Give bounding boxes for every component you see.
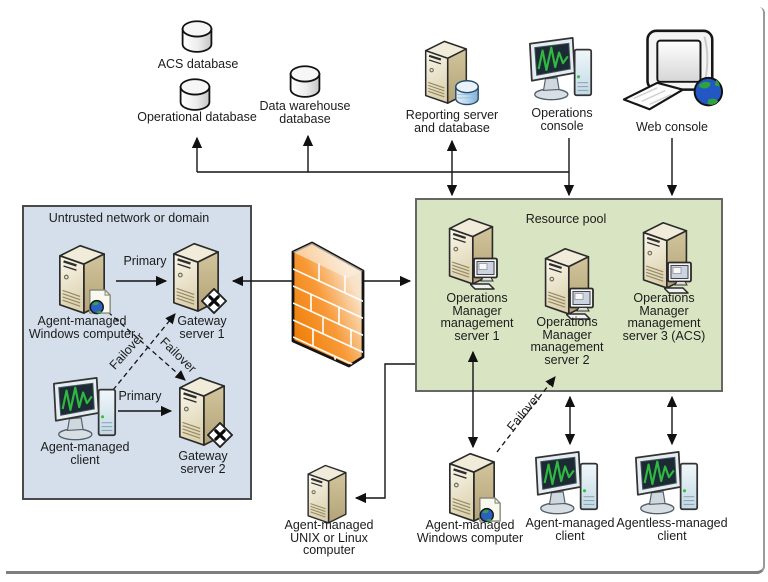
label-agent-managed-client-bottom: Agent-managed client (525, 516, 615, 543)
label-management-server-1: Operations Manager management server 1 (440, 291, 514, 343)
server-tower-with-x-icon (178, 376, 233, 448)
monitor-keyboard-globe-icon (622, 26, 726, 118)
server-tower-with-desktop-icon (642, 221, 692, 294)
database-cylinder-icon (179, 19, 215, 55)
resource-pool-box-title: Resource pool (525, 212, 607, 226)
label-agentless-managed-client: Agentless-managed client (616, 516, 728, 543)
workstation-monitor-icon (532, 448, 604, 520)
label-operational-database: Operational database (137, 110, 257, 124)
label-data-warehouse-database: Data warehouse database (259, 99, 351, 126)
server-tower-with-x-icon (172, 242, 227, 314)
database-cylinder-icon (177, 77, 213, 113)
label-operations-console: Operations console (531, 106, 593, 133)
server-tower-with-desktop-icon (544, 247, 594, 320)
firewall-brick-wall-icon (289, 240, 367, 370)
label-agent-managed-windows-bottom: Agent-managed Windows computer (416, 518, 524, 545)
label-unix-computer: Agent-managed UNIX or Linux computer (284, 518, 374, 557)
database-cylinder-icon (287, 64, 323, 100)
workstation-monitor-icon (50, 374, 122, 446)
label-acs-database: ACS database (157, 57, 239, 71)
edge-label-failover-windows-to-management2: Failover (504, 390, 544, 434)
server-tower-icon (307, 464, 347, 524)
label-agent-managed-client-left: Agent-managed client (40, 440, 130, 467)
label-management-server-2: Operations Manager management server 2 (530, 315, 604, 367)
server-tower-with-webpage-icon (58, 244, 111, 315)
workstation-monitor-icon (632, 448, 704, 520)
edge-resource-pool-to-unix (354, 363, 415, 504)
edge-label-primary-bottom: Primary (118, 389, 162, 403)
label-agent-managed-windows-left: Agent-managed Windows computer (28, 314, 136, 341)
label-management-server-3: Operations Manager management server 3 (… (622, 291, 706, 343)
server-tower-with-database-icon (424, 40, 479, 106)
workstation-monitor-icon (526, 34, 598, 106)
label-gateway-server-2: Gateway server 2 (178, 449, 228, 476)
label-web-console: Web console (635, 120, 709, 134)
label-reporting-server: Reporting server and database (405, 108, 499, 135)
server-tower-with-desktop-icon (448, 217, 498, 290)
edge-label-primary-top: Primary (123, 254, 167, 268)
untrusted-network-box-title: Untrusted network or domain (48, 211, 210, 225)
server-tower-with-webpage-icon (448, 452, 501, 523)
label-gateway-server-1: Gateway server 1 (177, 314, 227, 341)
